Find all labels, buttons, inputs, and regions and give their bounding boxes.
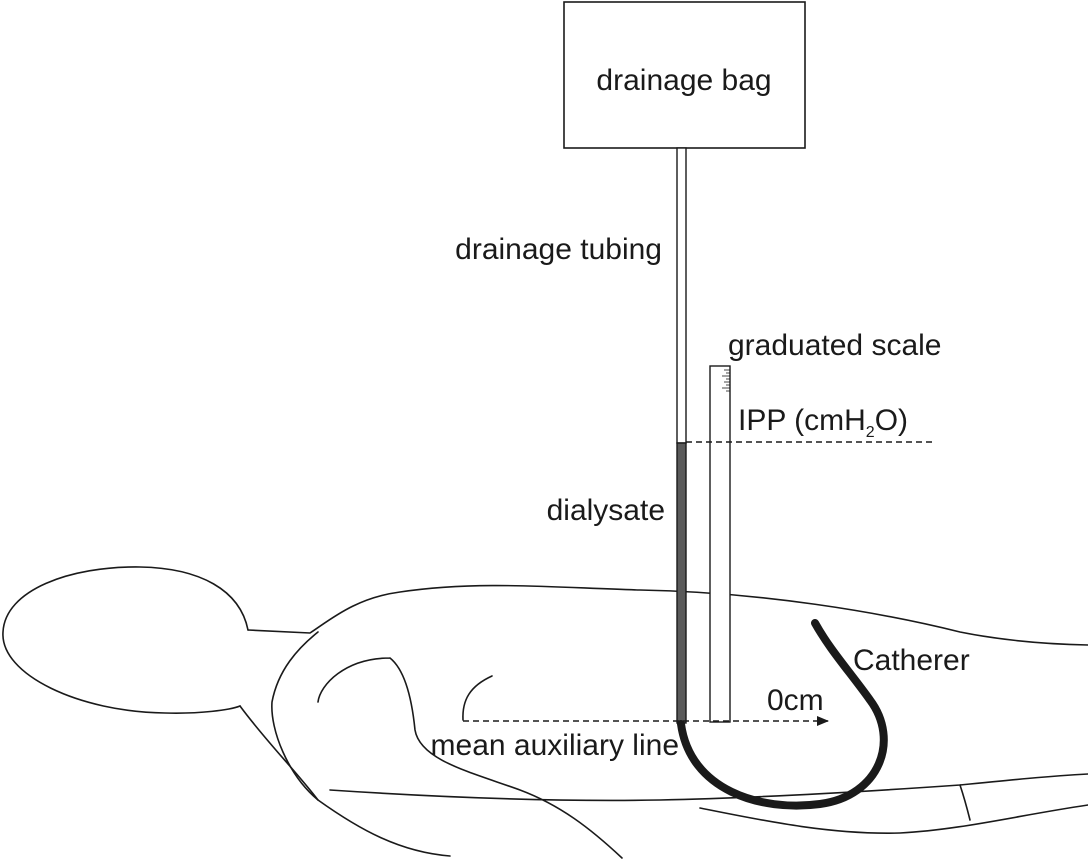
patient-lower-body: [239, 705, 451, 857]
dialysate-column: [676, 442, 687, 724]
graduated-scale-label: graduated scale: [728, 329, 942, 362]
ipp-label: IPP (cmH2O): [738, 404, 908, 441]
drainage-tubing: [676, 147, 687, 444]
drainage-bag-label: drainage bag: [596, 64, 771, 97]
drainage-tubing-label: drainage tubing: [455, 233, 662, 266]
patient-hip-curve: [959, 784, 971, 821]
graduated-scale: [709, 365, 731, 723]
catheter: [677, 619, 888, 810]
patient-outline: [2, 566, 1088, 859]
graduated-scale-bar: [709, 365, 731, 723]
patient-head: [2, 566, 249, 714]
ipp-label-prefix: IPP (cmH: [738, 404, 866, 437]
mean-auxiliary-line-label: mean auxiliary line: [431, 729, 679, 762]
patient-shoulder: [271, 631, 319, 801]
zero-cm-label: 0cm: [767, 684, 824, 717]
patient-arm: [317, 657, 623, 859]
ipp-label-subscript: 2: [866, 424, 875, 441]
dialysate-label: dialysate: [547, 494, 665, 527]
ipp-label-suffix: O): [875, 404, 908, 437]
drainage-bag: drainage bag: [563, 1, 806, 149]
scale-tick-marks: [722, 369, 730, 392]
patient-hip: [699, 804, 1088, 834]
drainage-bag-box: [563, 1, 806, 149]
patient-back-top: [247, 584, 1088, 646]
patient-hand: [462, 675, 493, 721]
catheter-label: Catherer: [853, 644, 970, 677]
